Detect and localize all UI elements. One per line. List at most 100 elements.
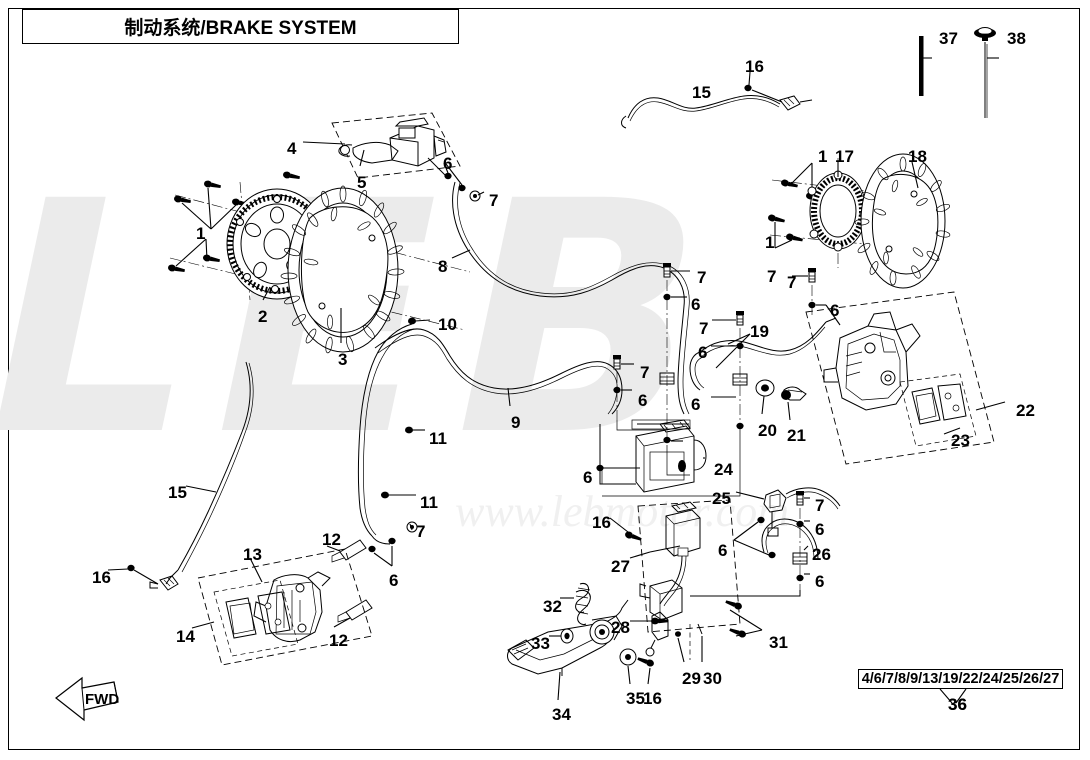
front-brake-disc — [280, 185, 405, 354]
front-master-cylinder-assembly — [331, 112, 461, 179]
callout-rear-brake-hose-short: 26 — [812, 545, 831, 564]
callout-pedal-washer: 33 — [531, 634, 550, 653]
diagram-frame — [8, 8, 1080, 750]
callout-front-brake-caliper-assembly: 13 — [243, 545, 262, 564]
callout-front-brake-hose-upper: 8 — [438, 257, 448, 276]
callout-master-cylinder-bolt: 31 — [769, 633, 788, 652]
callout-sensor-bolt: 16 — [592, 513, 611, 532]
callout-sealing-washer: 6 — [815, 520, 825, 539]
banjo-bolt-mc — [469, 190, 481, 202]
callout-sealing-washer: 6 — [583, 468, 593, 487]
callout-brake-bleeder-rod: 38 — [1007, 29, 1026, 48]
rear-brake-caliper-assembly — [805, 291, 995, 465]
legend-box: 4/6/7/8/9/13/19/22/24/25/26/27 — [858, 669, 1063, 689]
svg-text:FWD: FWD — [85, 691, 119, 708]
callout-pedal-pivot: 29 — [682, 669, 701, 688]
front-brake-hose-8 — [452, 181, 690, 415]
callout-banjo-bolt: 7 — [767, 267, 777, 286]
callout-sealing-washer: 6 — [691, 395, 701, 414]
callout-hose-clamp: 11 — [429, 429, 447, 448]
front-brake-pads — [213, 579, 299, 657]
callout-banjo-bolt: 7 — [815, 496, 825, 515]
part-38-rod — [974, 27, 999, 118]
callout-split-pin: 30 — [703, 669, 722, 688]
callout-banjo-bolt: 7 — [787, 273, 797, 292]
callout-disc-mounting-bolt: 1 — [196, 224, 206, 243]
front-brake-hose-10 — [358, 317, 416, 537]
callout-pivot-washer: 35 — [626, 689, 645, 708]
callout-front-abs-tone-ring: 2 — [258, 307, 268, 326]
callout-brake-fluid-kit: 36 — [948, 695, 967, 714]
rear-master-cylinder-assembly — [637, 499, 741, 657]
callout-rear-brake-caliper-assembly: 22 — [1016, 401, 1035, 420]
abs-hydraulic-unit — [599, 419, 707, 493]
callout-rear-brake-disc: 18 — [908, 147, 927, 166]
callout-disc-mounting-bolt: 1 — [765, 233, 775, 252]
callout-banjo-bolt: 7 — [640, 363, 650, 382]
rear-abs-tone-ring — [807, 170, 869, 252]
callout-abs-sensor-cable: 15 — [168, 483, 187, 502]
callout-sealing-washer: 6 — [389, 571, 399, 590]
page-title-box: 制动系统/BRAKE SYSTEM — [22, 9, 459, 44]
callout-sealing-washer: 6 — [698, 343, 708, 362]
callout-front-brake-lever: 5 — [357, 173, 367, 192]
legend-bracket — [939, 688, 967, 704]
callout-sealing-washer: 6 — [718, 541, 728, 560]
callout-abs-hydraulic-unit: 24 — [714, 460, 733, 479]
callout-hose-fitting: 20 — [758, 421, 777, 440]
pedal-return-spring — [575, 583, 591, 625]
callout-abs-sensor-cable: 15 — [692, 83, 711, 102]
rear-hose-fittings — [755, 379, 807, 421]
part-37-pin — [919, 36, 932, 96]
callout-rear-master-cylinder-assembly: 27 — [611, 557, 630, 576]
callout-sealing-washer: 6 — [691, 295, 701, 314]
callout-brake-light-switch: 25 — [712, 489, 731, 508]
callout-sensor-bolt: 16 — [92, 568, 111, 587]
callout-hose-clamp: 11 — [420, 493, 438, 512]
legend-ref-number: 36 — [948, 695, 967, 714]
callout-banjo-bolt: 7 — [416, 522, 426, 541]
brake-light-switch — [735, 487, 841, 537]
callout-front-brake-hose-lower: 9 — [511, 413, 521, 432]
rear-brake-pads — [899, 373, 977, 447]
abs-sensor-cable-front — [107, 361, 254, 591]
callout-front-brake-pads: 14 — [176, 627, 195, 646]
rear-brake-hose-26 — [690, 490, 819, 597]
callout-pedal-return-spring: 32 — [543, 597, 562, 616]
rear-brake-hose-19 — [689, 317, 837, 391]
callout-sealing-washer: 6 — [638, 391, 648, 410]
caliper-mounting-bolts — [326, 539, 373, 628]
pedal-washer — [549, 628, 574, 644]
callout-rear-brake-hose: 19 — [750, 322, 769, 341]
rear-brake-pedal — [507, 599, 629, 676]
callout-rear-brake-pedal: 34 — [552, 705, 571, 724]
callout-front-master-cylinder-assembly: 4 — [287, 139, 297, 158]
legend-items: 4/6/7/8/9/13/19/22/24/25/26/27 — [861, 671, 1060, 687]
banjo-bolt-stack-4 — [792, 267, 841, 326]
callout-caliper-mounting-bolt: 12 — [329, 631, 348, 650]
front-brake-caliper-assembly — [197, 548, 373, 666]
callout-banjo-bolt: 7 — [489, 191, 499, 210]
callout-banjo-bolt: 7 — [699, 319, 709, 338]
callout-brake-pad-pin: 37 — [939, 29, 958, 48]
callout-sealing-washer: 6 — [815, 572, 825, 591]
banjo-bolt-stack-1 — [659, 262, 690, 445]
callout-caliper-mounting-bolt: 12 — [322, 530, 341, 549]
master-cylinder-bolts — [724, 598, 763, 639]
callout-rear-abs-tone-ring: 17 — [835, 147, 854, 166]
callout-sensor-bolt: 16 — [643, 689, 662, 708]
rear-brake-disc — [854, 153, 951, 289]
callout-sensor-bolt: 16 — [745, 57, 764, 76]
banjo-bolt-stack-2 — [711, 310, 748, 430]
callout-sealing-washer: 6 — [830, 301, 840, 320]
callout-sealing-washer: 6 — [443, 154, 453, 173]
callout-disc-mounting-bolt: 1 — [818, 147, 828, 166]
page-title: 制动系统/BRAKE SYSTEM — [124, 18, 357, 39]
front-hose-end-fittings — [368, 521, 418, 567]
bracket-frames — [601, 419, 741, 497]
callout-banjo-bolt: 7 — [697, 268, 707, 287]
pivot-washer — [619, 648, 655, 685]
callout-front-brake-disc: 3 — [338, 350, 348, 369]
